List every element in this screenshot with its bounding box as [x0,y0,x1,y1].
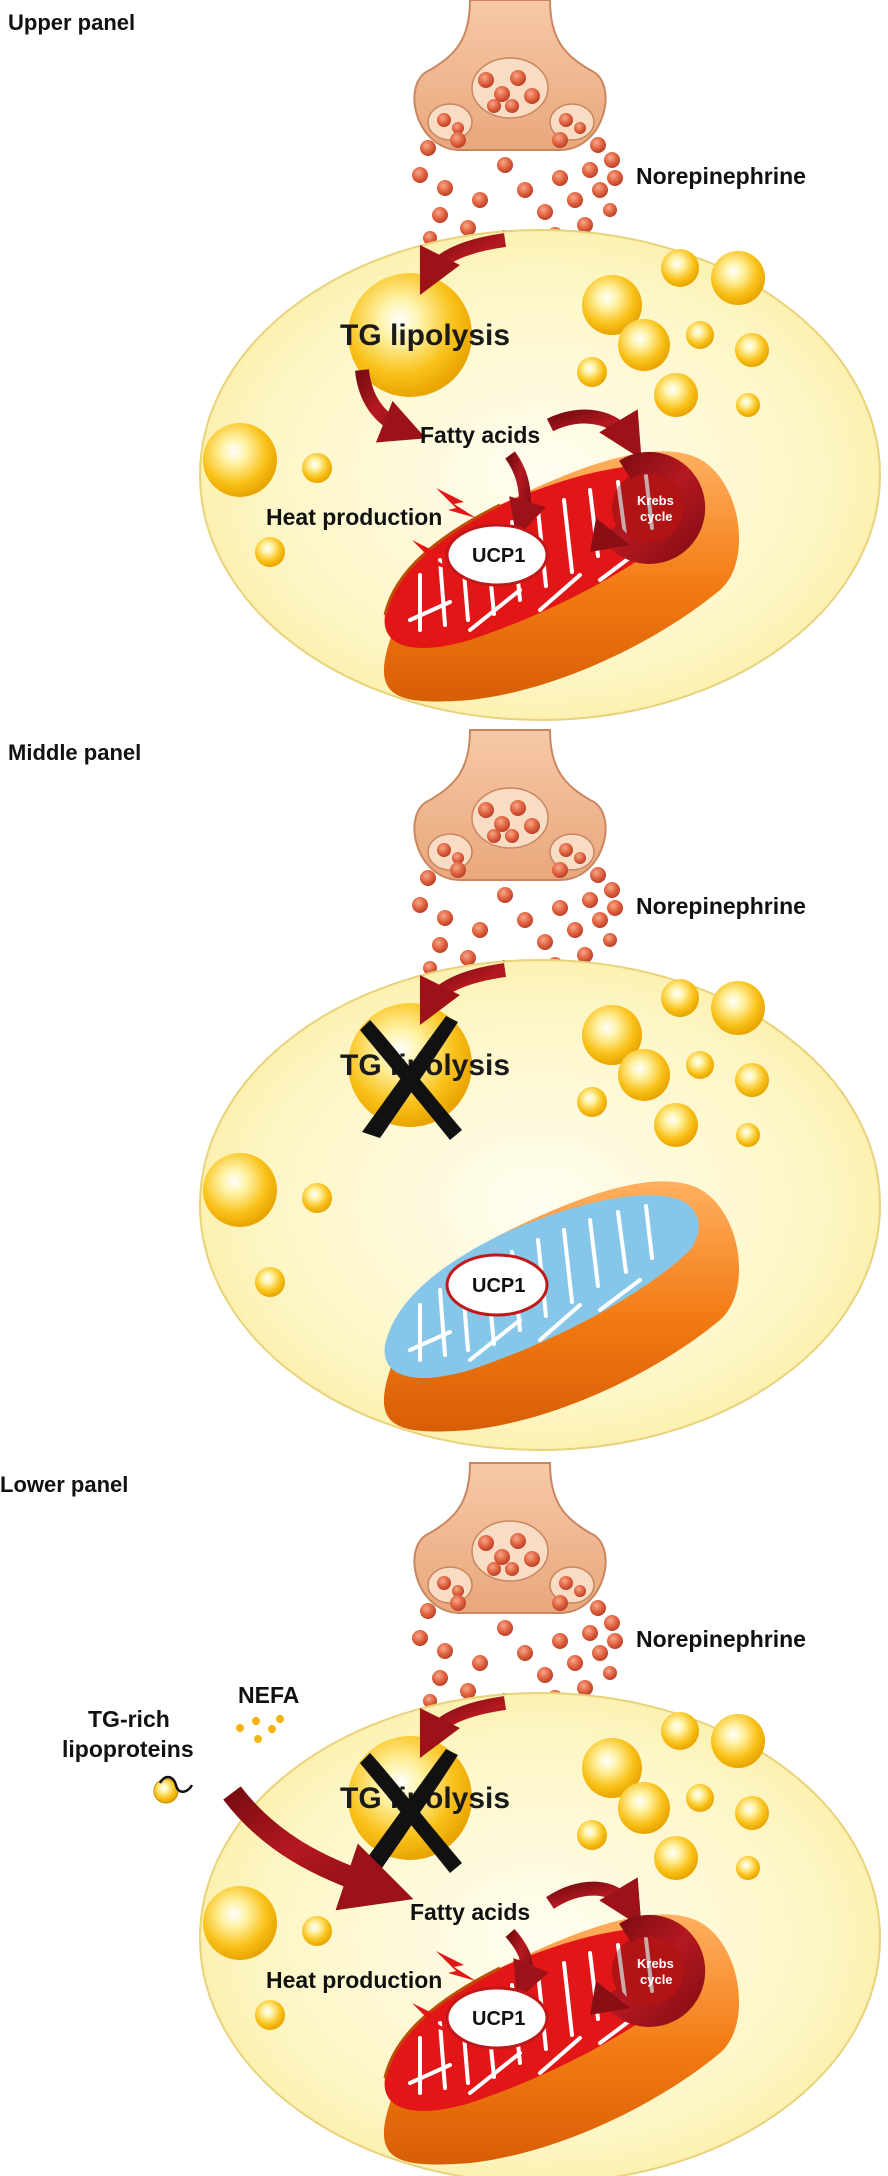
ucp1-label: UCP1 [472,1275,525,1297]
upper-panel: Upper panel Norepinephrine TG lipolysis … [8,0,881,721]
ucp1-ellipse [445,1253,549,1317]
norepinephrine-label: Norepinephrine [636,893,806,919]
ucp1-ellipse [445,1986,549,2050]
norepinephrine-label: Norepinephrine [636,163,806,189]
receptor-to-lipolysis-arrow [419,233,507,296]
receptor-to-lipolysis-arrow [419,963,507,1026]
ucp1-ellipse [445,523,549,587]
fatty-acids-label: Fatty acids [420,422,540,448]
panel-title: Lower panel [0,1472,128,1497]
fatty-acids-to-krebs-arrow [546,1877,642,1928]
tg-rich-label-line2: lipoproteins [62,1736,194,1762]
lower-panel: Lower panel Norepinephrine TG lipolysis … [0,1461,881,2176]
fatty-acids-to-ucp1-arrow [505,451,546,539]
heat-production-label: Heat production [266,504,442,530]
receptor-to-lipolysis-arrow [419,1696,507,1759]
krebs-label-line2: cycle [640,1972,673,1987]
panel-title: Middle panel [8,740,141,765]
nefa-influx-arrow [223,1786,414,1911]
nefa-label: NEFA [238,1682,299,1708]
norepinephrine-label: Norepinephrine [636,1626,806,1652]
heat-production-label: Heat production [266,1967,442,1993]
tg-lipolysis-label: TG lipolysis [340,319,510,352]
fatty-acids-label: Fatty acids [410,1899,530,1925]
fatty-acids-to-ucp1-arrow [505,1928,549,2001]
krebs-label-line1: Krebs [637,493,674,508]
ucp1-label: UCP1 [472,2008,525,2030]
panel-title: Upper panel [8,10,135,35]
lipoprotein-icon [153,1775,194,1804]
krebs-label-line1: Krebs [637,1956,674,1971]
lipolysis-to-fatty-acids-arrow [355,369,426,443]
krebs-label-line2: cycle [640,509,673,524]
middle-panel: Middle panel Norepinephrine TG lipolysis… [8,728,881,1451]
ucp1-label: UCP1 [472,545,525,567]
nefa-dots [236,1715,284,1743]
fatty-acids-to-krebs-arrow [546,409,642,460]
tg-rich-label-line1: TG-rich [88,1706,170,1732]
